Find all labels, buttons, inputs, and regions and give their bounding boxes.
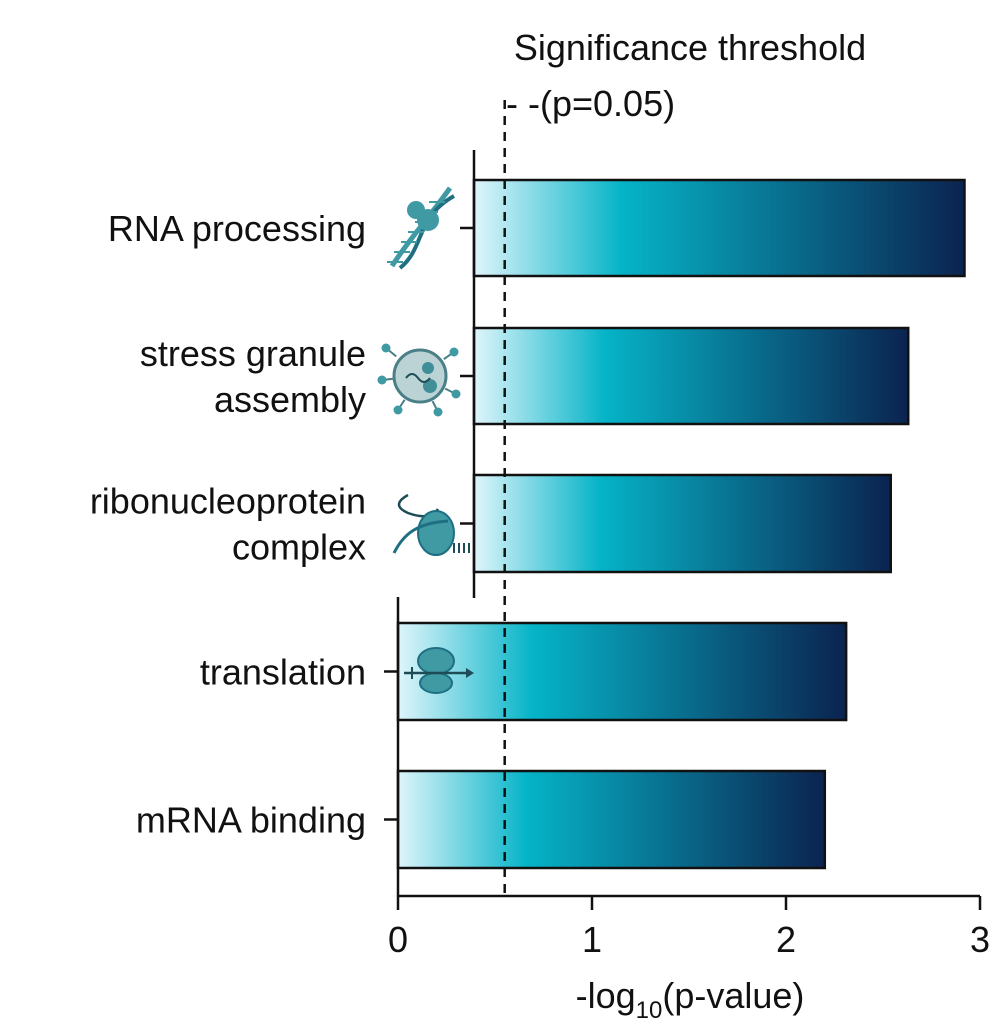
ribosome-icon [404,647,474,694]
stress-granule-icon [377,343,461,417]
x-tick-label: 2 [776,919,796,960]
bar [472,473,893,574]
threshold-dash-marker: - - [506,83,540,124]
x-tick-label: 1 [582,919,602,960]
x-tick-label: 3 [970,919,990,960]
threshold-label-line2: (p=0.05) [540,83,675,124]
bars-layer [396,178,966,870]
dna-helix-icon [387,186,455,270]
bar [396,769,827,870]
x-axis-label-subscript: 10 [636,997,663,1024]
threshold-label-line1: Significance threshold [514,27,866,68]
category-label: RNA processing [108,208,366,249]
category-label: translation [200,652,366,693]
x-axis-label-main: -log [576,975,636,1016]
ribonucleoprotein-icon [392,493,470,556]
bar [472,178,966,278]
x-tick-label: 0 [388,919,408,960]
x-axis-label: -log10(p-value) [576,975,805,1024]
axis-layer: 0 1 2 3 [384,150,990,960]
icon-layer [377,186,474,694]
bar [396,621,848,722]
bar [472,326,910,426]
x-axis-label-suffix: (p-value) [662,975,804,1016]
category-label: mRNA binding [136,800,366,841]
